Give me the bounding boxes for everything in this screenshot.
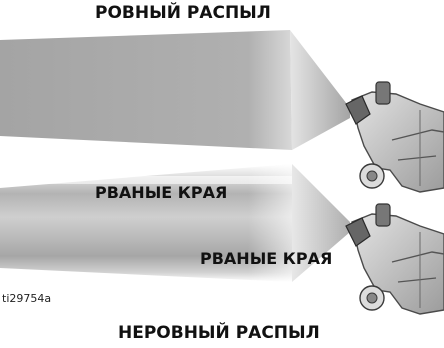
- tails-label-lower: РВАНЫЕ КРАЯ: [200, 249, 333, 268]
- uneven-spray-band: [0, 164, 350, 282]
- even-spray-title: РОВНЫЙ РАСПЫЛ: [95, 3, 271, 23]
- even-spray-band: [0, 30, 350, 150]
- uneven-spray-title: НЕРОВНЫЙ РАСПЫЛ: [118, 323, 320, 343]
- spray-gun-icon: [345, 81, 444, 193]
- spray-gun-icon: [345, 203, 444, 315]
- figure-id: ti29754a: [2, 292, 52, 305]
- tails-label-upper: РВАНЫЕ КРАЯ: [95, 183, 228, 202]
